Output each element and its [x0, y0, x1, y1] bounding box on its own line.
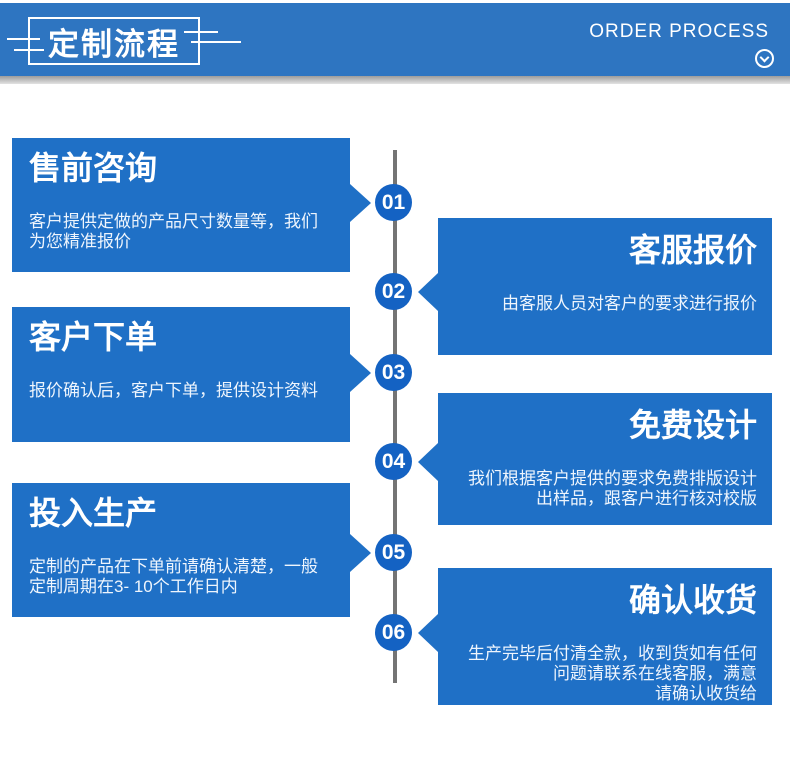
step-description: 定制的产品在下单前请确认清楚，一般 定制周期在3- 10个工作日内 — [29, 557, 318, 596]
step-number-badge-01: 01 — [375, 184, 412, 221]
decorative-line — [7, 38, 40, 40]
step-number-badge-06: 06 — [375, 614, 412, 651]
header-subtitle: ORDER PROCESS — [589, 21, 769, 42]
step-customer-order: 客户下单 报价确认后，客户下单，提供设计资料 — [12, 307, 371, 442]
header-shadow-strip — [0, 76, 790, 84]
chevron-down-icon — [755, 49, 774, 68]
pointer-arrow-icon — [418, 614, 438, 652]
decorative-line — [191, 41, 241, 43]
step-title: 售前咨询 — [29, 150, 158, 186]
step-free-design: 免费设计 我们根据客户提供的要求免费排版设计 出样品，跟客户进行核对校版 — [418, 393, 772, 525]
step-title: 免费设计 — [628, 407, 757, 443]
step-service-quote: 客服报价 由客服人员对客户的要求进行报价 — [418, 218, 772, 355]
pointer-arrow-icon — [418, 273, 438, 311]
step-description: 生产完毕后付清全款，收到货如有任何 问题请联系在线客服，满意 请确认收货给 — [468, 644, 757, 703]
step-number-badge-02: 02 — [375, 273, 412, 310]
step-description: 客户提供定做的产品尺寸数量等，我们 为您精准报价 — [29, 212, 318, 251]
pointer-arrow-icon — [350, 354, 371, 392]
step-title: 客服报价 — [628, 232, 757, 268]
step-production: 投入生产 定制的产品在下单前请确认清楚，一般 定制周期在3- 10个工作日内 — [12, 483, 371, 617]
step-description: 报价确认后，客户下单，提供设计资料 — [29, 381, 318, 400]
step-description: 我们根据客户提供的要求免费排版设计 出样品，跟客户进行核对校版 — [468, 469, 757, 508]
step-number-badge-05: 05 — [375, 534, 412, 571]
section-header: 定制流程 ORDER PROCESS — [0, 3, 790, 76]
step-presales-consult: 售前咨询 客户提供定做的产品尺寸数量等，我们 为您精准报价 — [12, 138, 371, 272]
decorative-line — [184, 31, 218, 33]
timeline-line — [393, 150, 397, 683]
step-number-badge-04: 04 — [375, 443, 412, 480]
pointer-arrow-icon — [350, 534, 371, 572]
pointer-arrow-icon — [418, 443, 438, 481]
decorative-line — [14, 49, 44, 51]
step-description: 由客服人员对客户的要求进行报价 — [502, 294, 757, 313]
header-title-box: 定制流程 — [28, 17, 200, 65]
page-title: 定制流程 — [48, 26, 180, 62]
step-title: 确认收货 — [628, 582, 757, 618]
step-title: 投入生产 — [29, 495, 158, 531]
step-title: 客户下单 — [29, 319, 158, 355]
pointer-arrow-icon — [350, 184, 371, 222]
step-number-badge-03: 03 — [375, 354, 412, 391]
step-confirm-receipt: 确认收货 生产完毕后付清全款，收到货如有任何 问题请联系在线客服，满意 请确认收… — [418, 568, 772, 705]
